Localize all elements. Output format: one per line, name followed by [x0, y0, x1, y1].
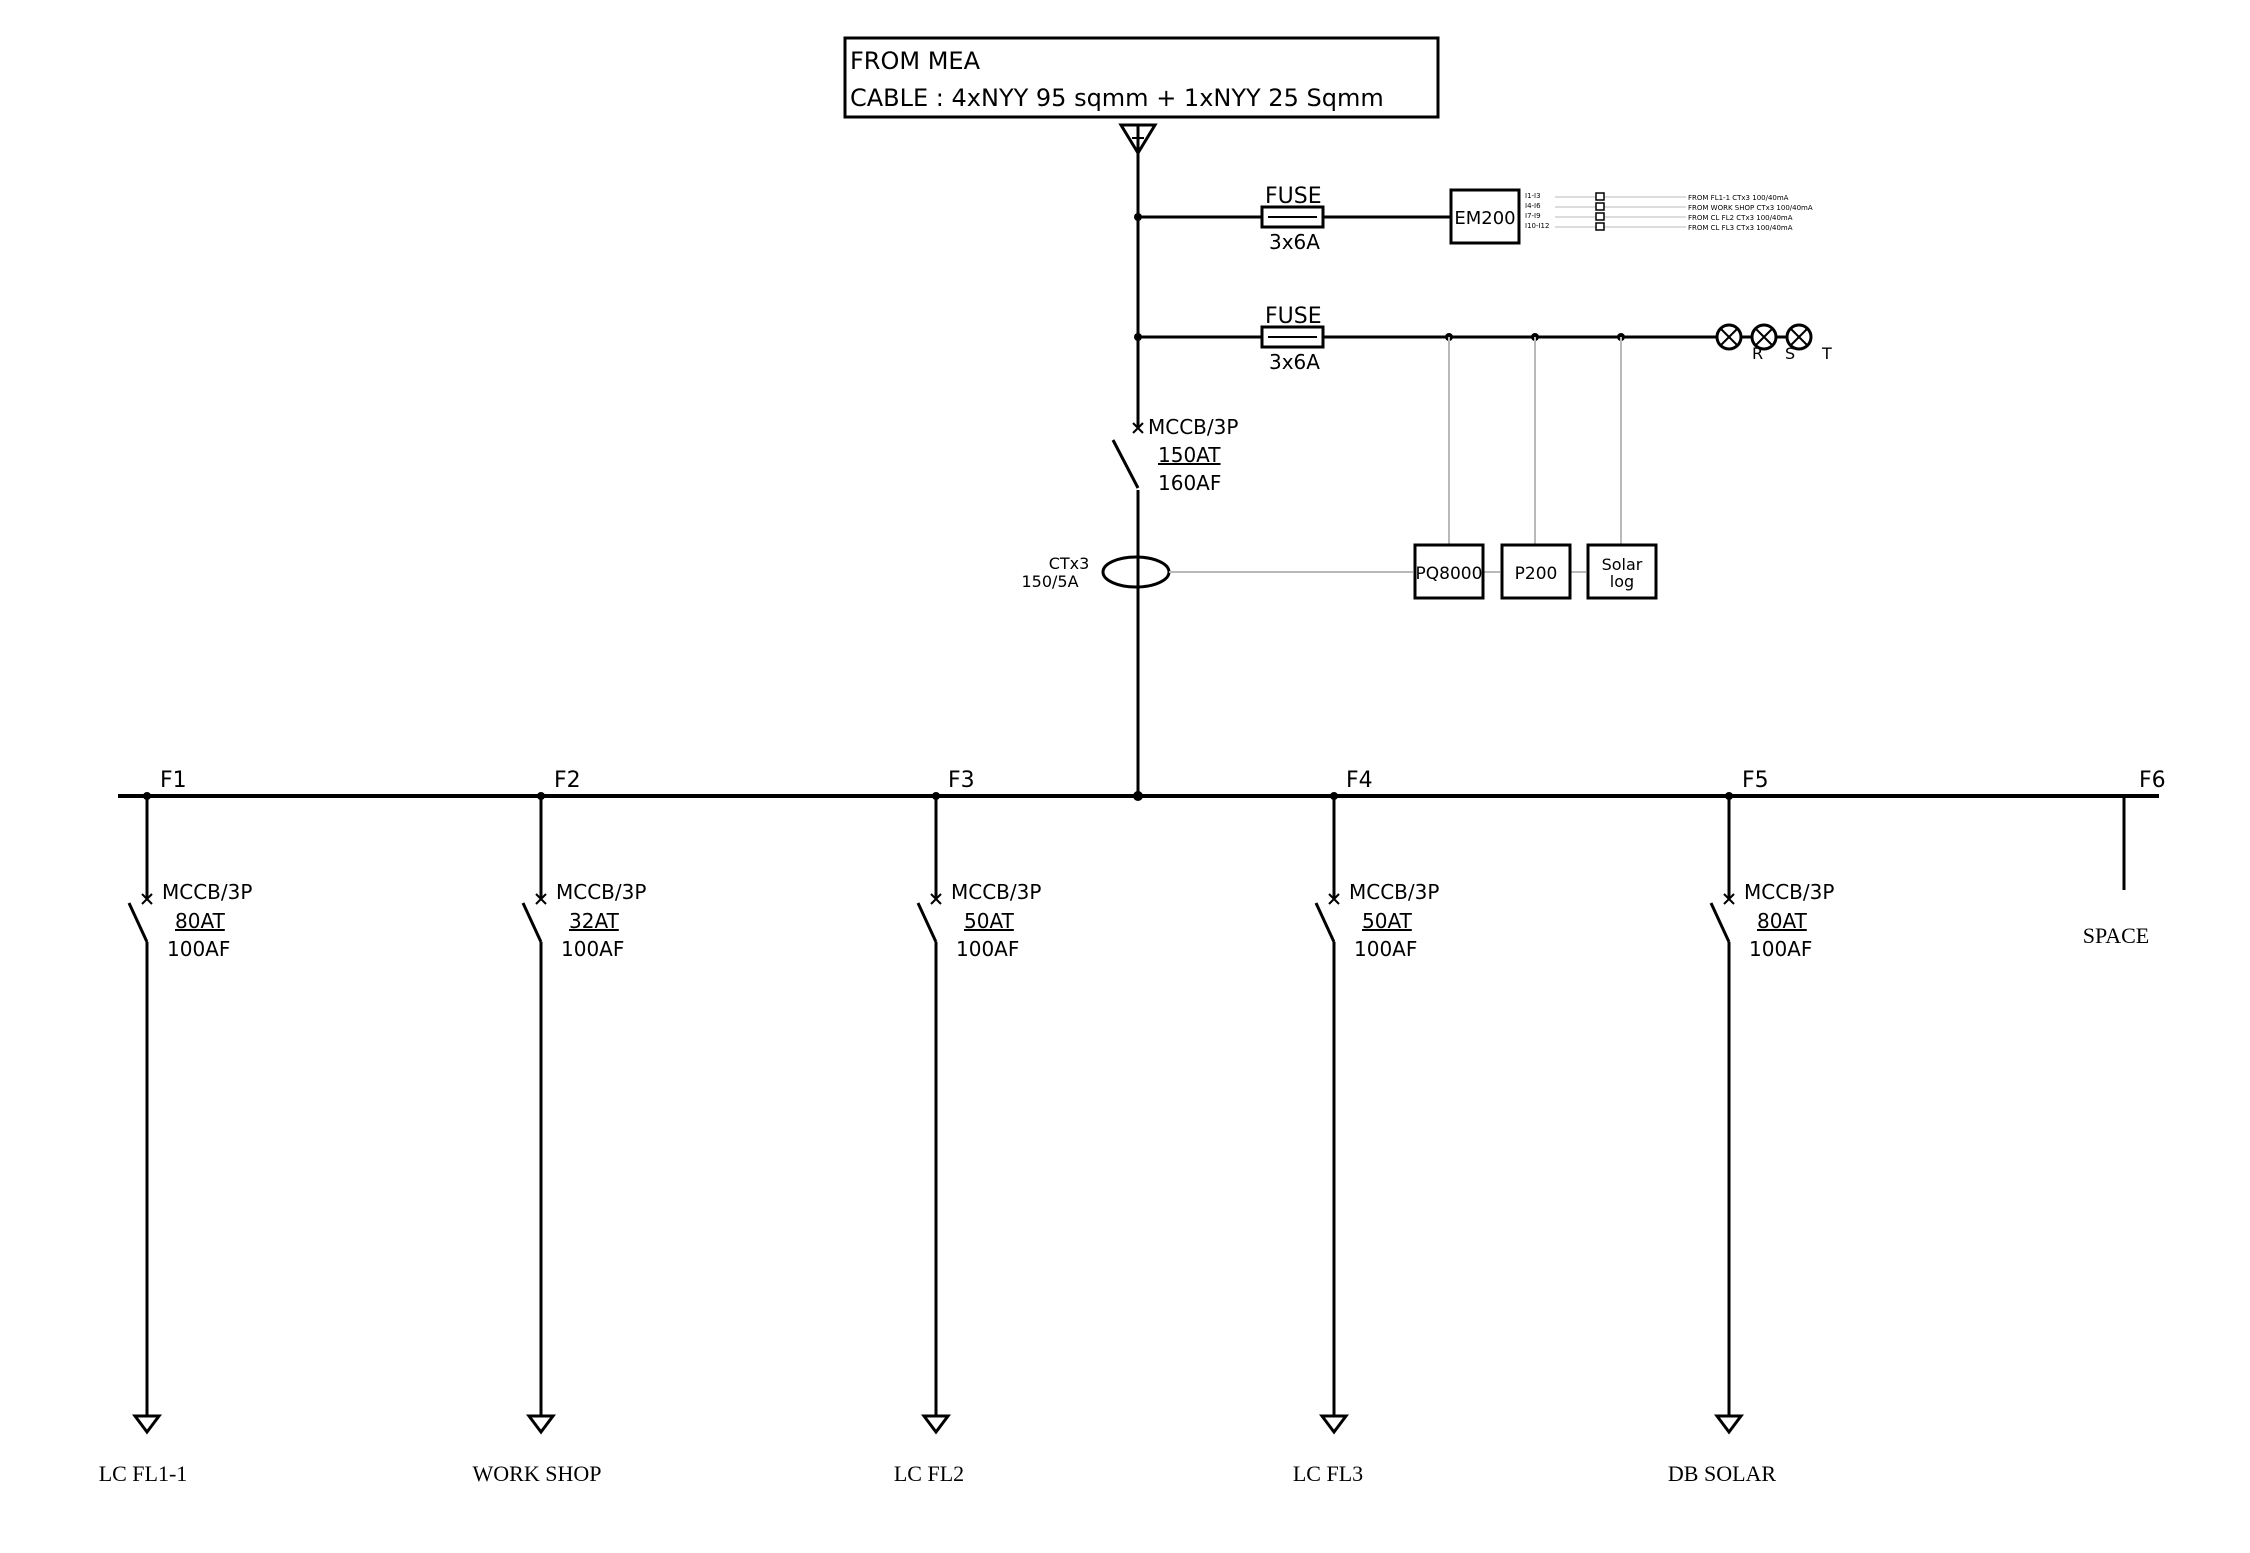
- feeder-f3: F3 MCCB/3P 50AT 100AF LC FL2: [894, 768, 1042, 1486]
- solar-log-unit: Solar log: [1586, 543, 1658, 600]
- breaker-trip: 80AT: [175, 909, 226, 933]
- svg-text:P200: P200: [1515, 564, 1558, 584]
- feeder-id: F1: [160, 768, 187, 793]
- em200-input-list: I1-I3 FROM FL1-1 CTx3 100/40mA I4-I6 FRO…: [1525, 192, 1813, 232]
- fuse-meter-label: FUSE: [1265, 184, 1322, 209]
- breaker-frame: 100AF: [561, 937, 624, 961]
- breaker-type: MCCB/3P: [162, 880, 252, 904]
- instrument-wiring: [1448, 337, 1622, 573]
- main-breaker-frame: 160AF: [1158, 471, 1221, 495]
- main-breaker-type: MCCB/3P: [1148, 415, 1238, 439]
- feeder-f1: F1 MCCB/3P 80AT 100AF LC FL1-1: [99, 768, 253, 1486]
- svg-text:I10-I12: I10-I12: [1525, 222, 1549, 230]
- svg-text:FROM CL FL3 CTx3 100/40mA: FROM CL FL3 CTx3 100/40mA: [1688, 224, 1793, 232]
- p200-meter: P200: [1500, 543, 1572, 600]
- svg-text:PQ8000: PQ8000: [1416, 564, 1483, 584]
- pilot-lamps: R S T: [1715, 323, 1832, 363]
- svg-text:R: R: [1752, 344, 1763, 363]
- load-label: LC FL3: [1293, 1461, 1363, 1486]
- pilot-lamp-fuse-branch: FUSE 3x6A: [1134, 304, 1716, 374]
- svg-text:Solar: Solar: [1602, 555, 1643, 574]
- feeder-id: F5: [1742, 768, 1769, 793]
- main-busbar: [118, 791, 2159, 801]
- load-label: LC FL2: [894, 1461, 964, 1486]
- fuse-lamp-rating: 3x6A: [1269, 350, 1320, 374]
- breaker-type: MCCB/3P: [951, 880, 1041, 904]
- ct-label: CTx3: [1049, 554, 1090, 573]
- svg-text:S: S: [1785, 344, 1795, 363]
- feeder-f6-spare: F6 SPACE: [2083, 768, 2166, 948]
- current-transformer: CTx3 150/5A: [1021, 554, 1413, 591]
- feeder-id: F4: [1346, 768, 1373, 793]
- breaker-type: MCCB/3P: [1349, 880, 1439, 904]
- breaker-frame: 100AF: [1749, 937, 1812, 961]
- breaker-frame: 100AF: [956, 937, 1019, 961]
- em200-meter: EM200: [1449, 188, 1521, 245]
- feeder-id: F3: [948, 768, 975, 793]
- metering-fuse-branch: FUSE 3x6A: [1134, 184, 1451, 254]
- source-cable-spec: CABLE : 4xNYY 95 sqmm + 1xNYY 25 Sqmm: [850, 84, 1384, 112]
- source-title: FROM MEA: [850, 47, 981, 75]
- pilot-lamp-t-icon: T: [1785, 323, 1832, 363]
- svg-text:I4-I6: I4-I6: [1525, 202, 1541, 210]
- svg-text:T: T: [1821, 344, 1832, 363]
- breaker-trip: 50AT: [1362, 909, 1413, 933]
- breaker-trip: 50AT: [964, 909, 1015, 933]
- em200-input-3: I7-I9 FROM CL FL2 CTx3 100/40mA: [1525, 212, 1793, 222]
- breaker-frame: 100AF: [167, 937, 230, 961]
- feeder-f4: F4 MCCB/3P 50AT 100AF LC FL3: [1293, 768, 1440, 1486]
- breaker-frame: 100AF: [1354, 937, 1417, 961]
- svg-text:FROM WORK SHOP CTx3 100/40mA: FROM WORK SHOP CTx3 100/40mA: [1688, 204, 1813, 212]
- breaker-type: MCCB/3P: [1744, 880, 1834, 904]
- feeder-f2: F2 MCCB/3P 32AT 100AF WORK SHOP: [473, 768, 647, 1486]
- main-breaker: MCCB/3P 150AT 160AF: [1111, 337, 1238, 495]
- em200-input-4: I10-I12 FROM CL FL3 CTx3 100/40mA: [1525, 222, 1793, 232]
- pq8000-meter: PQ8000: [1413, 543, 1485, 600]
- breaker-trip: 80AT: [1757, 909, 1808, 933]
- em200-label: EM200: [1454, 208, 1515, 229]
- breaker-type: MCCB/3P: [556, 880, 646, 904]
- ct-ratio: 150/5A: [1021, 572, 1078, 591]
- load-label: DB SOLAR: [1668, 1461, 1777, 1486]
- spare-label: SPACE: [2083, 923, 2149, 948]
- load-label: LC FL1-1: [99, 1461, 188, 1486]
- load-label: WORK SHOP: [473, 1461, 602, 1486]
- feeder-f5: F5 MCCB/3P 80AT 100AF DB SOLAR: [1668, 768, 1835, 1486]
- main-breaker-trip: 150AT: [1158, 443, 1221, 467]
- svg-text:FROM FL1-1 CTx3 100/40mA: FROM FL1-1 CTx3 100/40mA: [1688, 194, 1789, 202]
- incoming-supply-box: FROM MEA CABLE : 4xNYY 95 sqmm + 1xNYY 2…: [843, 36, 1440, 119]
- breaker-trip: 32AT: [569, 909, 620, 933]
- feeder-id: F2: [554, 768, 581, 793]
- fuse-lamp-label: FUSE: [1265, 304, 1322, 329]
- svg-text:log: log: [1610, 572, 1634, 591]
- svg-text:I1-I3: I1-I3: [1525, 192, 1541, 200]
- em200-input-1: I1-I3 FROM FL1-1 CTx3 100/40mA: [1525, 192, 1789, 202]
- fuse-meter-rating: 3x6A: [1269, 230, 1320, 254]
- svg-text:FROM CL FL2 CTx3 100/40mA: FROM CL FL2 CTx3 100/40mA: [1688, 214, 1793, 222]
- svg-text:I7-I9: I7-I9: [1525, 212, 1541, 220]
- em200-input-2: I4-I6 FROM WORK SHOP CTx3 100/40mA: [1525, 202, 1813, 212]
- feeder-id: F6: [2139, 768, 2166, 793]
